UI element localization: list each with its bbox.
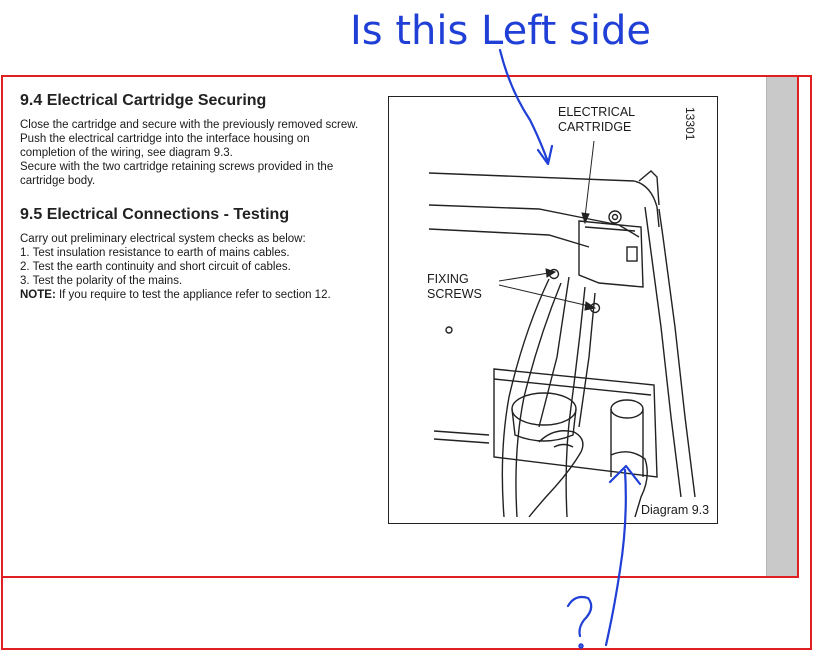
text-column: 9.4 Electrical Cartridge Securing Close …: [20, 92, 365, 302]
section-95-step-1: 1. Test insulation resistance to earth o…: [20, 247, 290, 259]
note-text: If you require to test the appliance ref…: [55, 289, 331, 301]
red-outline-inner: [1, 75, 799, 578]
section-95-heading: 9.5 Electrical Connections - Testing: [20, 206, 290, 223]
section-94-line-2: Push the electrical cartridge into the i…: [20, 133, 310, 159]
section-94-line-1: Close the cartridge and secure with the …: [20, 119, 359, 131]
page-gutter: [766, 76, 797, 576]
section-95-step-2: 2. Test the earth continuity and short c…: [20, 261, 291, 273]
section-95-note: NOTE: If you require to test the applian…: [20, 288, 365, 302]
diagram-9-3: ELECTRICAL CARTRIDGE FIXING SCREWS 13301…: [388, 96, 718, 524]
label-cartridge-line-1: ELECTRICAL: [558, 105, 636, 119]
label-fixing-screws: FIXING SCREWS: [427, 272, 482, 302]
note-label: NOTE:: [20, 289, 56, 301]
section-94-line-3: Secure with the two cartridge retaining …: [20, 161, 334, 187]
section-94-heading: 9.4 Electrical Cartridge Securing: [20, 92, 267, 109]
annotation-top-text: Is this Left side: [350, 8, 651, 54]
label-fixing-line-2: SCREWS: [427, 287, 482, 301]
diagram-caption: Diagram 9.3: [641, 503, 710, 517]
diagram-illustration: [428, 140, 696, 518]
section-95-intro: Carry out preliminary electrical system …: [20, 233, 306, 245]
label-fixing-line-1: FIXING: [427, 272, 469, 286]
section-95-step-3: 3. Test the polarity of the mains.: [20, 275, 183, 287]
label-cartridge-line-2: CARTRIDGE: [558, 120, 632, 134]
label-electrical-cartridge: ELECTRICAL CARTRIDGE: [558, 105, 635, 135]
